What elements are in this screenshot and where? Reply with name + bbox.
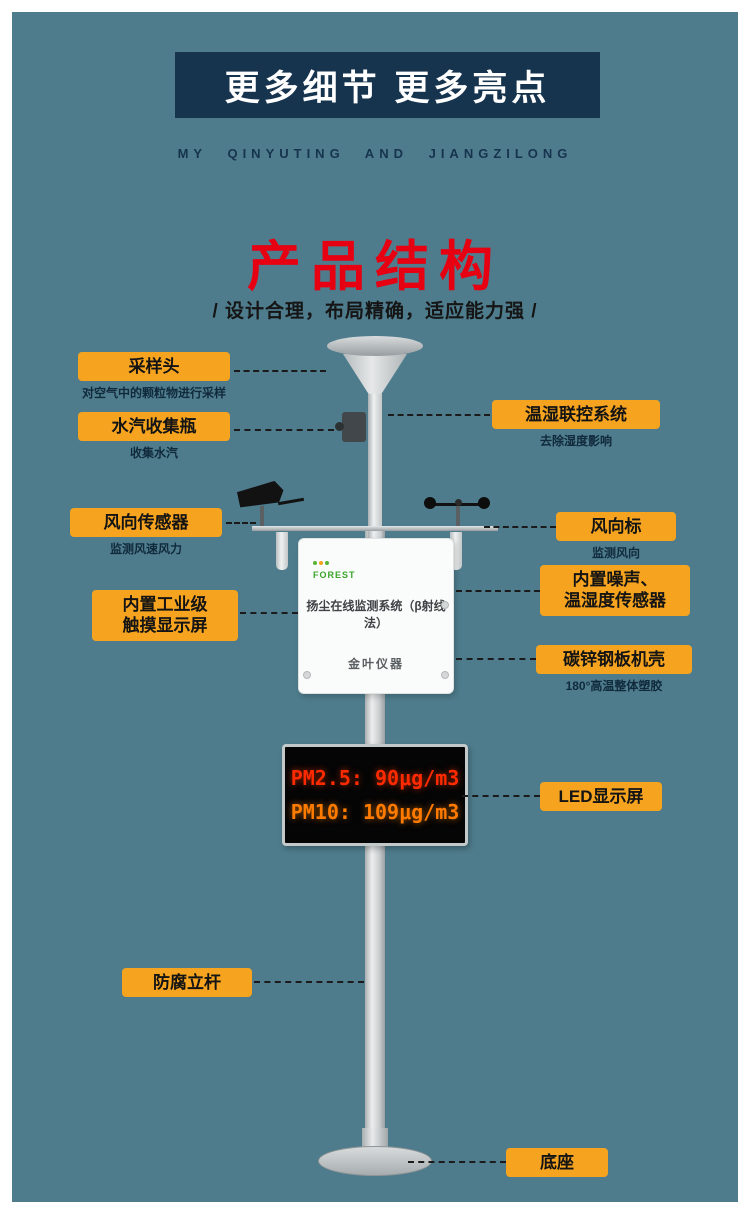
callout-desc: 去除湿度影响: [539, 434, 612, 449]
vapor-collector-knob: [335, 422, 344, 431]
connector-line: [234, 429, 334, 431]
callout-base: 底座: [506, 1148, 608, 1178]
sampler-tube: [368, 394, 382, 544]
connector-line: [456, 658, 536, 660]
callout-desc: 收集水汽: [129, 446, 178, 461]
header-banner: 更多细节 更多亮点: [175, 52, 600, 118]
connector-line: [254, 981, 364, 983]
brand-logo: FOREST: [313, 553, 356, 580]
callout-desc: 180°高温整体塑胶: [565, 679, 663, 694]
sampler-cone: [343, 354, 407, 394]
screw-icon: [441, 671, 449, 679]
screw-icon: [441, 601, 449, 609]
monitor-enclosure: FOREST 扬尘在线监测系统（β射线法） 金叶仪器: [298, 538, 454, 694]
connector-line: [456, 590, 540, 592]
callout-humidity-system: 温湿联控系统 去除湿度影响: [492, 400, 660, 449]
anemometer-post: [456, 506, 460, 526]
connector-line: [462, 795, 540, 797]
callout-tag: 内置噪声、 温湿度传感器: [540, 565, 690, 616]
sensor-pod-left: [276, 532, 288, 570]
connector-line: [408, 1161, 506, 1163]
enclosure-brand: 金叶仪器: [347, 657, 404, 671]
callout-tag: 内置工业级 触摸显示屏: [92, 590, 238, 641]
header-subtitle: MY QINYUTING AND JIANGZILONG: [177, 146, 573, 161]
callout-tag: 碳锌钢板机壳: [536, 645, 692, 675]
callout-desc: 对空气中的颗粒物进行采样: [81, 386, 226, 401]
wind-vane-arm: [277, 497, 305, 506]
callout-wind-vane: 风向标 监测风向: [556, 512, 676, 561]
callout-pole: 防腐立杆: [122, 968, 252, 998]
callout-sampling-head: 采样头 对空气中的颗粒物进行采样: [78, 352, 230, 401]
callout-tag: 风向传感器: [70, 508, 222, 538]
sensor-crossbar: [252, 526, 498, 531]
callout-tag: 风向标: [556, 512, 676, 542]
sampler-cap: [327, 336, 423, 356]
callout-desc: 监测风速风力: [109, 542, 182, 557]
callout-noise-sensor: 内置噪声、 温湿度传感器: [540, 565, 690, 616]
connector-line: [388, 414, 490, 416]
led-display: PM2.5: 90μg/m3 PM10: 109μg/m3: [282, 744, 468, 846]
callout-steel-case: 碳锌钢板机壳 180°高温整体塑胶: [536, 645, 692, 694]
connector-line: [234, 370, 326, 372]
led-pm25-value: PM2.5: 90μg/m3: [290, 766, 460, 790]
anemometer-cup-icon: [424, 497, 436, 509]
enclosure-title: 扬尘在线监测系统（β射线法）: [306, 599, 446, 630]
section-slogan: / 设计合理，布局精确，适应能力强 /: [212, 301, 538, 322]
callout-tag: 底座: [506, 1148, 608, 1178]
callout-tag: 水汽收集瓶: [78, 412, 230, 442]
connector-line: [484, 526, 556, 528]
callout-tag: LED显示屏: [540, 782, 662, 812]
screw-icon: [303, 671, 311, 679]
anemometer-hub: [455, 499, 462, 506]
callout-desc: 监测风向: [591, 546, 640, 561]
brand-logo-text: FOREST: [313, 570, 356, 580]
wind-vane-post: [260, 506, 264, 526]
callout-vapor-bottle: 水汽收集瓶 收集水汽: [78, 412, 230, 461]
callout-tag: 采样头: [78, 352, 230, 382]
callout-tag: 温湿联控系统: [492, 400, 660, 430]
callout-touch-screen: 内置工业级 触摸显示屏: [92, 590, 238, 641]
connector-line: [226, 522, 256, 524]
header-title: 更多细节 更多亮点: [224, 68, 551, 108]
led-pm10-value: PM10: 109μg/m3: [290, 800, 460, 824]
callout-wind-sensor: 风向传感器 监测风速风力: [70, 508, 222, 557]
brand-logo-dots: [313, 553, 356, 569]
vapor-collector: [342, 412, 366, 442]
section-title: 产品结构: [247, 237, 503, 297]
callout-tag: 防腐立杆: [122, 968, 252, 998]
anemometer-cup-icon: [478, 497, 490, 509]
callout-led-screen: LED显示屏: [540, 782, 662, 812]
connector-line: [240, 612, 298, 614]
